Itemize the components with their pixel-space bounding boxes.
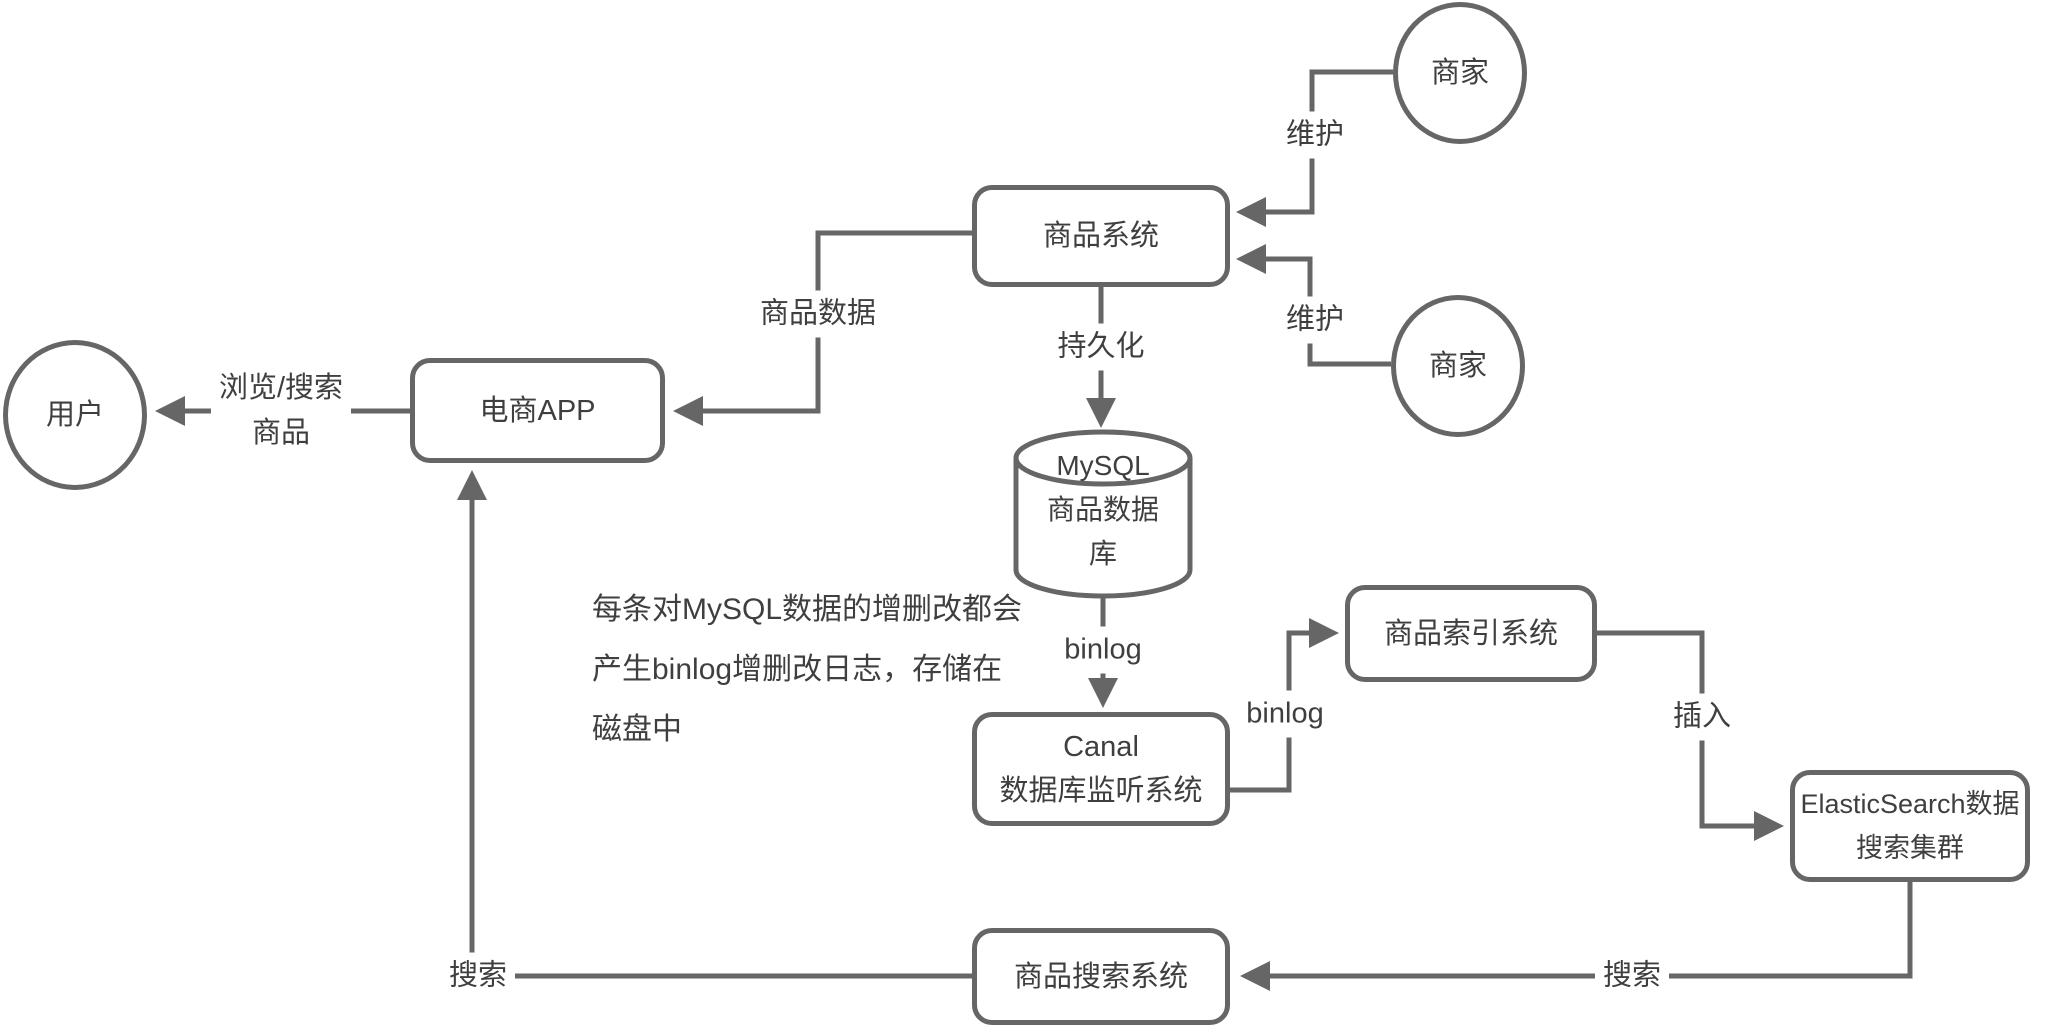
node-search-system-label: 商品搜索系统 <box>1013 960 1188 993</box>
edge-label-browse-search: 浏览/搜索 商品 <box>210 365 352 457</box>
node-ecommerce-app: 电商APP <box>410 358 665 463</box>
node-product-system-label: 商品系统 <box>1042 220 1159 252</box>
node-merchant-bottom: 商家 <box>1391 295 1525 437</box>
arrowhead-into-product-system-bottom <box>1236 244 1266 274</box>
binlog-note: 每条对MySQL数据的增删改都会 产生binlog增删改日志，存储在 磁盘中 <box>592 580 1022 760</box>
node-canal-line1: Canal <box>1063 731 1139 763</box>
arrowhead-into-app-right <box>673 396 703 426</box>
edge-label-search-left: 搜索 <box>440 952 516 1000</box>
node-mysql-database-line3: 库 <box>1088 538 1117 569</box>
binlog-note-line1: 每条对MySQL数据的增删改都会 <box>592 593 1023 626</box>
node-product-system: 商品系统 <box>972 185 1230 287</box>
edge-label-maintain-top: 维护 <box>1277 111 1353 159</box>
arrowhead-into-product-system-top <box>1236 197 1266 227</box>
node-canal-line2: 数据库监听系统 <box>999 775 1203 807</box>
arrowhead-into-mysql <box>1086 398 1116 428</box>
binlog-note-line3: 磁盘中 <box>592 713 682 746</box>
node-ecommerce-app-label: 电商APP <box>479 394 596 427</box>
arrowhead-into-search-system <box>1240 961 1270 991</box>
node-search-system: 商品搜索系统 <box>972 928 1230 1025</box>
node-elastic-cluster-line1: ElasticSearch数据 <box>1800 789 2020 819</box>
node-mysql-database-line1: MySQL <box>1056 450 1150 481</box>
edge-label-search-right: 搜索 <box>1594 952 1670 1000</box>
edge-label-browse-search-line2: 商品 <box>251 417 310 449</box>
mysql-cylinder-shape <box>1013 429 1193 599</box>
arrowhead-into-index-system <box>1309 618 1339 648</box>
edge-label-maintain-bottom: 维护 <box>1277 296 1353 344</box>
edge-label-binlog-canal: binlog <box>1238 690 1332 738</box>
arrowhead-into-app-bottom <box>457 470 487 500</box>
node-canal: Canal 数据库监听系统 <box>972 712 1230 826</box>
binlog-note-line2: 产生binlog增删改日志，存储在 <box>592 653 1003 686</box>
node-elastic-cluster: ElasticSearch数据 搜索集群 <box>1790 770 2030 882</box>
node-elastic-cluster-line2: 搜索集群 <box>1856 833 1964 863</box>
node-mysql-database-line2: 商品数据 <box>1046 494 1159 525</box>
arrowhead-into-user <box>155 396 185 426</box>
node-index-system: 商品索引系统 <box>1345 585 1597 682</box>
node-merchant-top-label: 商家 <box>1430 57 1489 89</box>
node-mysql-database: MySQL 商品数据 库 <box>1016 444 1190 576</box>
edge-label-insert: 插入 <box>1664 693 1740 741</box>
arrowhead-into-elastic <box>1754 811 1784 841</box>
edge-label-product-data: 商品数据 <box>751 290 885 338</box>
edge-label-binlog-mysql: binlog <box>1056 626 1150 674</box>
node-merchant-bottom-label: 商家 <box>1428 350 1487 382</box>
node-user: 用户 <box>3 340 147 490</box>
edge-label-persist: 持久化 <box>1049 323 1153 371</box>
edge-label-browse-search-line1: 浏览/搜索 <box>218 372 344 404</box>
arrowhead-into-canal <box>1088 678 1118 708</box>
node-user-label: 用户 <box>45 399 104 431</box>
edge-elastic-to-search-system <box>1270 882 1913 979</box>
node-index-system-label: 商品索引系统 <box>1383 617 1558 650</box>
node-merchant-top: 商家 <box>1393 2 1527 144</box>
